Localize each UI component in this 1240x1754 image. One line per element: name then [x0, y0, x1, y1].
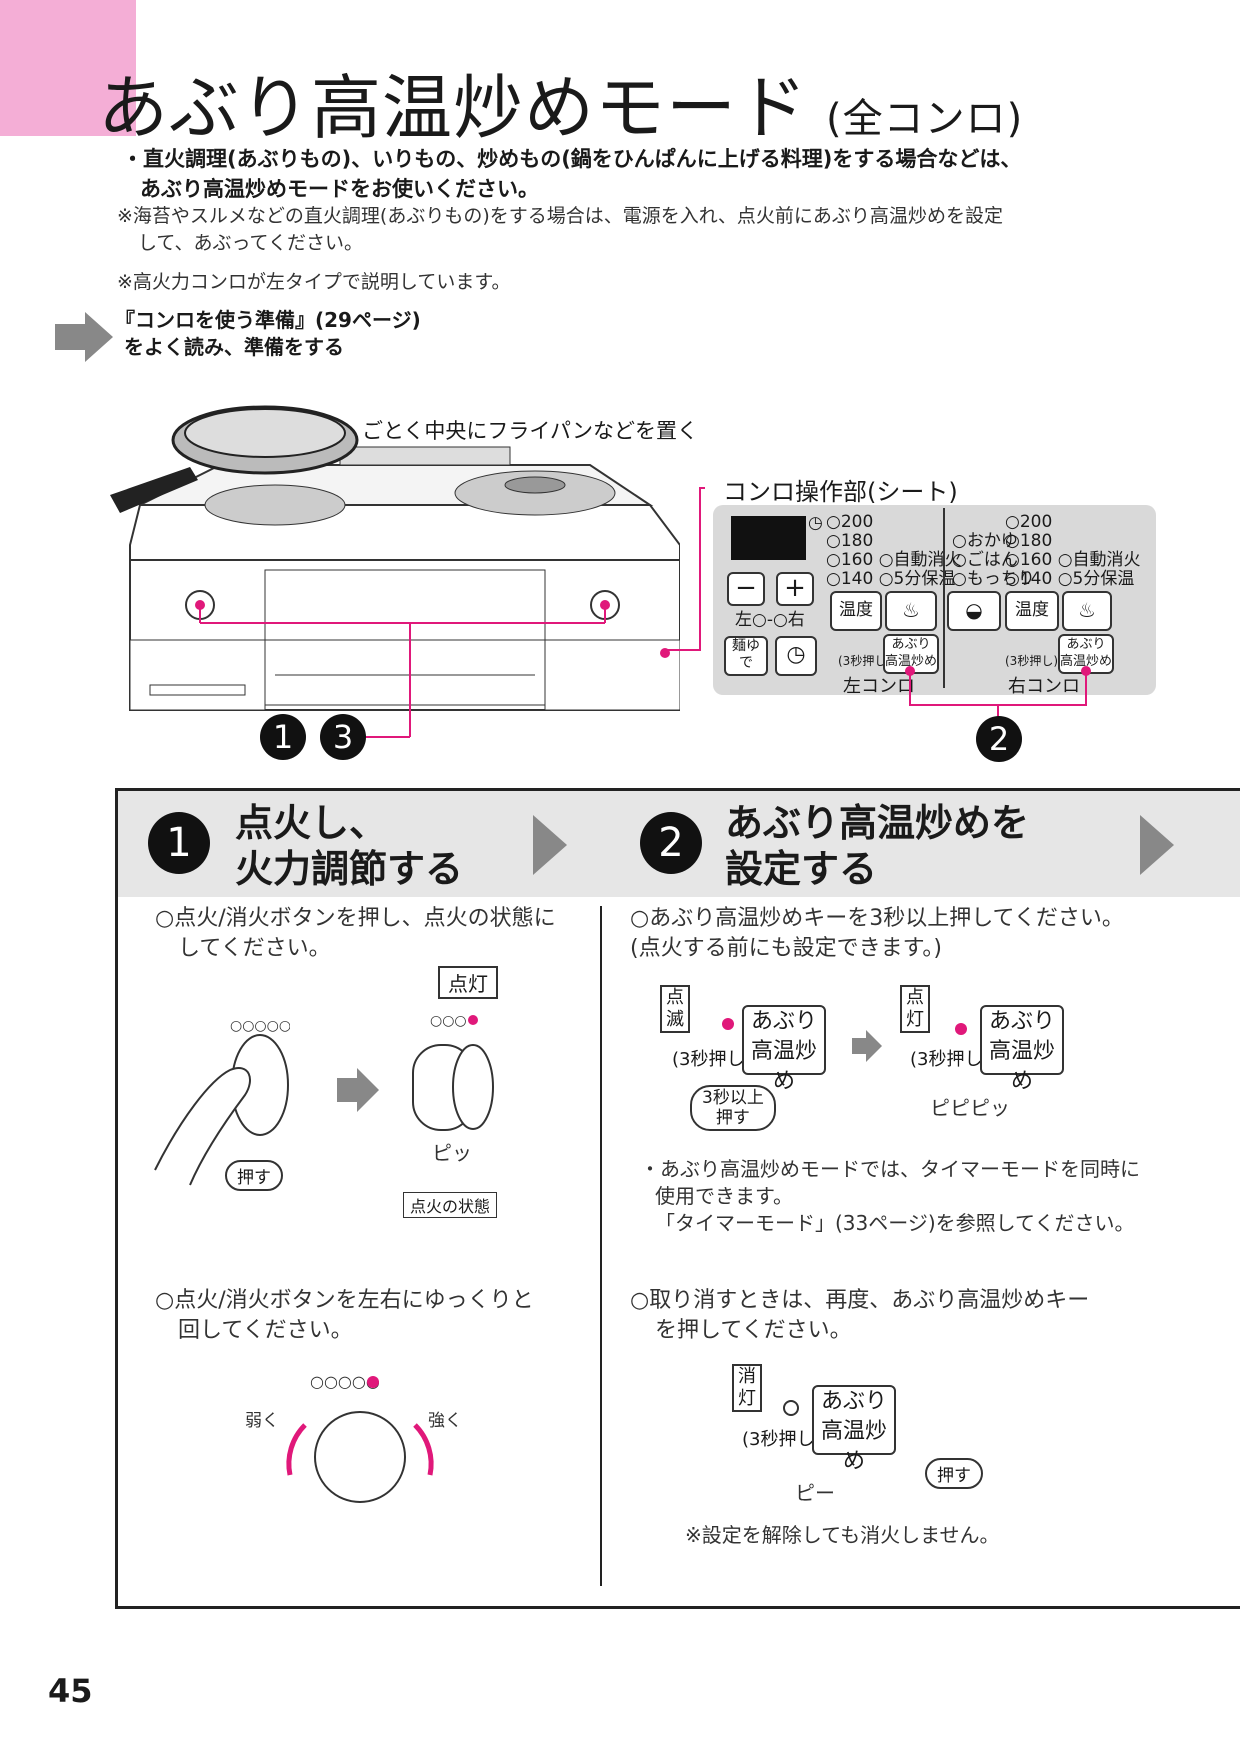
step1-text1-line1: ○点火/消火ボタンを押し、点火の状態に [155, 906, 556, 931]
blink-indicator [722, 1018, 734, 1030]
press-button-illustration: ○○○○○ [154, 1018, 290, 1186]
prep-line1: 『コンロを使う準備』(29ページ) [115, 308, 421, 332]
temp-key-left[interactable]: 温度 [830, 591, 882, 631]
temp-list-left: ○200 ○180 ○160 ○自動消火 ○140 ○5分保温 [826, 512, 962, 589]
step1-state-label: 点火の状態 [403, 1192, 498, 1218]
step2-blink-label: 点滅 [660, 985, 690, 1033]
temp-list-right: ○200 ○180 ○160 ○自動消火 ○140 ○5分保温 [1005, 512, 1141, 589]
step2-push-label: 押す [925, 1458, 983, 1489]
intro-bullet-line2: あぶり高温炒めモードをお使いください。 [140, 177, 539, 201]
noodle-key[interactable]: 麺ゆで [724, 636, 768, 676]
plus-key[interactable]: + [776, 572, 814, 606]
page-number: 45 [48, 1672, 93, 1710]
svg-text:○○○○○: ○○○○○ [310, 1372, 380, 1391]
step1-strong: 強く [428, 1411, 462, 1431]
clock-icon: ◷ [786, 642, 806, 667]
callout-1: 1 [260, 714, 306, 760]
step2-text2-line2: を押してください。 [655, 1318, 852, 1343]
prep-line2: をよく読み、準備をする [124, 335, 344, 359]
step1-sound: ピッ [432, 1141, 472, 1165]
callout-2-connector [905, 666, 1091, 717]
panel-label: コンロ操作部(シート) [723, 478, 958, 506]
lit-indicator [955, 1023, 967, 1035]
step2-hold-label: 3秒以上押す [690, 1085, 776, 1131]
step1-lit-label: 点灯 [438, 966, 498, 999]
step2-bullet-line3: 「タイマーモード」(33ページ)を参照してください。 [655, 1211, 1135, 1235]
off-indicator [783, 1400, 799, 1416]
step2-beep-long: ピー [795, 1481, 835, 1505]
step1-push-label: 押す [225, 1160, 283, 1191]
left-burner-label: 左コンロ [843, 676, 915, 697]
kettle-key-left[interactable]: ♨ [885, 591, 937, 631]
step2-press3-b: (3秒押し) [910, 1049, 990, 1070]
step2-bullet-line1: ・あぶり高温炒めモードでは、タイマーモードを同時に [640, 1157, 1140, 1181]
prep-arrow-icon [55, 312, 113, 362]
intro-bullet-line1: ・直火調理(あぶりもの)、いりもの、炒めもの(鍋をひんぱんに上げる料理)をする場… [122, 147, 1022, 171]
display-screen [731, 516, 806, 560]
svg-text:○○○: ○○○ [430, 1013, 467, 1029]
timer-key[interactable]: ◷ [775, 636, 817, 676]
press3-label-right: (3秒押し) [1005, 654, 1058, 668]
step2-title-line2: 設定する [725, 847, 878, 891]
panel-divider [943, 508, 945, 688]
steps-divider [600, 906, 602, 1586]
minus-key[interactable]: − [727, 572, 765, 606]
arrow-right-icon [852, 1030, 882, 1062]
step1-chevron-icon [533, 815, 567, 875]
callout-3: 3 [320, 714, 366, 760]
lit-button-illustration: ○○○ [412, 1013, 494, 1131]
aburi-key-lit[interactable]: あぶり高温炒め [980, 1005, 1064, 1094]
step2-note: ※設定を解除しても消火しません。 [685, 1523, 1000, 1547]
intro-note1-line1: ※海苔やスルメなどの直火調理(あぶりもの)をする場合は、電源を入れ、点火前にあぶ… [117, 205, 1003, 227]
callout-2: 2 [976, 716, 1022, 762]
kettle-key-right[interactable]: ♨ [1062, 591, 1112, 631]
aburi-key-cancel[interactable]: あぶり高温炒め [812, 1385, 896, 1474]
step1-text1-line2: してください。 [178, 936, 331, 961]
step2-press3-c: (3秒押し) [742, 1429, 822, 1450]
intro-note1-line2: して、あぶってください。 [138, 232, 363, 254]
step1-title-line2: 火力調節する [235, 847, 464, 891]
step2-title-line1: あぶり高温炒めを [725, 801, 1030, 845]
section-tab [0, 0, 136, 136]
kettle-icon: ♨ [1078, 598, 1096, 622]
step2-beep: ピピピッ [930, 1096, 1010, 1120]
lr-select-label: 左○-○右 [735, 610, 805, 630]
intro-note2: ※高火力コンロが左タイプで説明しています。 [117, 271, 511, 293]
clock-icon: ◷ [808, 513, 823, 533]
step2-number: 2 [640, 812, 702, 874]
step2-text1-line2: (点火する前にも設定できます。) [630, 936, 942, 961]
right-burner-label: 右コンロ [1008, 676, 1080, 697]
rice-bowl-icon: ◒ [965, 598, 983, 622]
step1-text2-line1: ○点火/消火ボタンを左右にゆっくりと [155, 1288, 534, 1313]
step2-chevron-icon [1140, 815, 1174, 875]
stove-illustration [110, 405, 680, 738]
step1-weak: 弱く [245, 1411, 279, 1431]
title-suffix: (全コンロ) [826, 96, 1024, 142]
step2-off-label: 消灯 [732, 1364, 762, 1412]
mode-list-right: ○おかゆ ○ごはん ○もっちり [952, 531, 1035, 589]
page-title: あぶり高温炒めモード(全コンロ) [98, 67, 1024, 149]
aburi-key-blinking[interactable]: あぶり高温炒め [742, 1005, 826, 1094]
step2-text2-line1: ○取り消すときは、再度、あぶり高温炒めキー [630, 1288, 1090, 1313]
aburi-key-right[interactable]: あぶり高温炒め [1058, 634, 1114, 674]
step1-text2-line2: 回してください。 [178, 1318, 353, 1343]
step2-lit-label: 点灯 [900, 985, 930, 1033]
step2-text1-line1: ○あぶり高温炒めキーを3秒以上押してください。 [630, 906, 1124, 931]
kettle-icon: ♨ [902, 598, 920, 622]
step1-number: 1 [148, 812, 210, 874]
press3-label-left: (3秒押し) [838, 654, 891, 668]
step2-press3-a: (3秒押し) [672, 1049, 752, 1070]
steps-box [115, 788, 1240, 1609]
svg-text:○○○○○: ○○○○○ [230, 1018, 290, 1034]
step1-title-line1: 点火し、 [235, 801, 388, 845]
panel-connector [665, 487, 705, 651]
dial-illustration: ○○○○○ [286, 1372, 434, 1503]
pan-label: ごとく中央にフライパンなどを置く [362, 419, 698, 443]
arrow-right-icon [337, 1068, 379, 1112]
rice-key[interactable]: ◒ [947, 591, 1001, 631]
temp-key-right[interactable]: 温度 [1005, 591, 1059, 631]
step2-bullet-line2: 使用できます。 [655, 1184, 793, 1208]
